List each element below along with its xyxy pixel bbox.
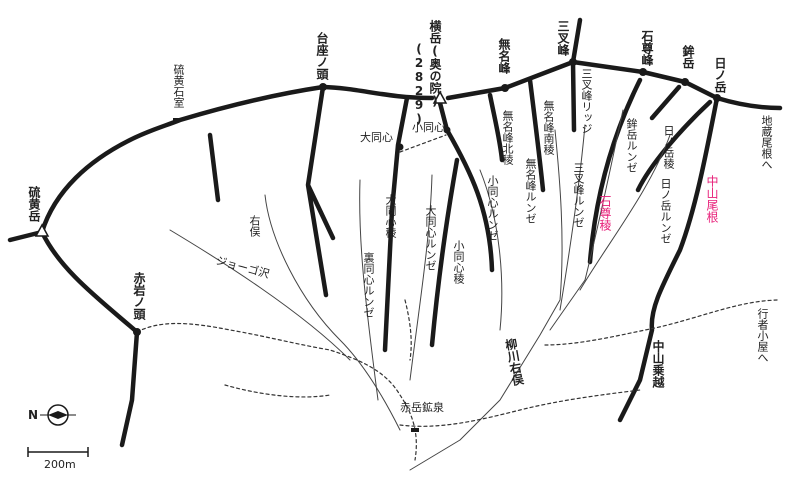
label-sekison-ryo: 石尊稜 [598,195,612,231]
mumeiho-hokuryo [487,92,505,163]
label-mumeiho-nanryo: 無名峰南稜 [542,100,555,155]
label-shodoshin-runze: 小同心ルンゼ [486,175,499,241]
label-mumeiho-hokuryo: 無名峰北稜 [501,110,514,165]
nakayama-ridge [617,95,720,423]
label-yokodake: 横岳(奥の院) [428,20,442,108]
label-hokodake-runze: 鉾岳ルンゼ [625,118,638,173]
label-yokodake-elevation: (2829) [412,42,426,126]
label-iou-dake: 硫黄岳 [27,186,41,222]
label-iou-sekishitsu: 硫黄石室 [172,64,185,108]
mumeiho-nanryo [527,77,546,193]
label-mumeiho-runze: 無名峰ルンゼ [524,158,537,224]
label-hokodake: 鉾岳 [681,45,695,69]
daidoshin-ridge [382,95,410,353]
compass-north-label: N [28,408,39,422]
summit-markers [133,58,721,432]
trail-main [136,322,417,461]
sansaho-ridge [570,59,577,133]
hinodake-ryo [635,99,713,193]
label-nakayama-one: 中山尾根 [705,175,719,223]
triangle-ioudake [34,223,50,237]
label-uradoshin-runze: 裏同心ルンゼ [362,252,375,318]
label-migimata: 右俣 [248,215,261,237]
trail-nakayama [544,299,781,346]
label-daidoshin-runze: 大同心ルンゼ [424,205,437,271]
sansaho-north [570,17,583,65]
daiza-spur [305,84,336,298]
label-akadake-kosen: 赤岳鉱泉 [400,401,444,414]
scale-bar [27,447,89,457]
label-sansaho-ridge: 三叉峰リッジ [580,68,593,134]
label-to-jizo-one: 地蔵尾根へ [760,115,773,170]
label-daidoshin-ryo: 大同心稜 [384,194,397,238]
label-shodoshin-ryo: 小同心稜 [452,240,465,284]
label-nakayama-nokkoshi: 中山乗越 [651,340,665,388]
label-to-gyoja-goya: 行者小屋へ [756,308,769,363]
label-hinodake: 日ノ岳 [713,57,727,93]
triangle-yokodake [432,90,448,104]
label-shodoshin: 小同心 [412,121,445,134]
iou-spur [207,132,221,203]
scale-label: 200m [44,458,76,471]
label-hinodake-runze: 日ノ岳ルンゼ [659,178,672,244]
label-hinodake-ryo: 日ノ岳稜 [662,125,675,169]
label-sansaho-runze: 三叉峰ルンゼ [572,162,585,228]
shodoshin-ryo [429,157,460,348]
main-ridge [7,59,783,243]
trail-lower [224,384,641,427]
label-sekisonho: 石尊峰 [640,30,654,66]
label-sansaho: 三叉峰 [556,20,570,56]
label-akaiwa-no-kashira: 赤岩ノ頭 [132,272,146,320]
hokodake-spur [649,84,682,121]
label-daidoshin: 大同心 [360,131,393,144]
sekison-ryo [587,77,643,265]
compass-icon [40,404,76,426]
trail-river [404,299,412,361]
label-daiza-no-kashira: 台座ノ頭 [315,32,329,80]
shodoshin-ridge [437,100,495,273]
trail-daidoshin [399,134,447,153]
label-mumeiho: 無名峰 [497,38,511,74]
